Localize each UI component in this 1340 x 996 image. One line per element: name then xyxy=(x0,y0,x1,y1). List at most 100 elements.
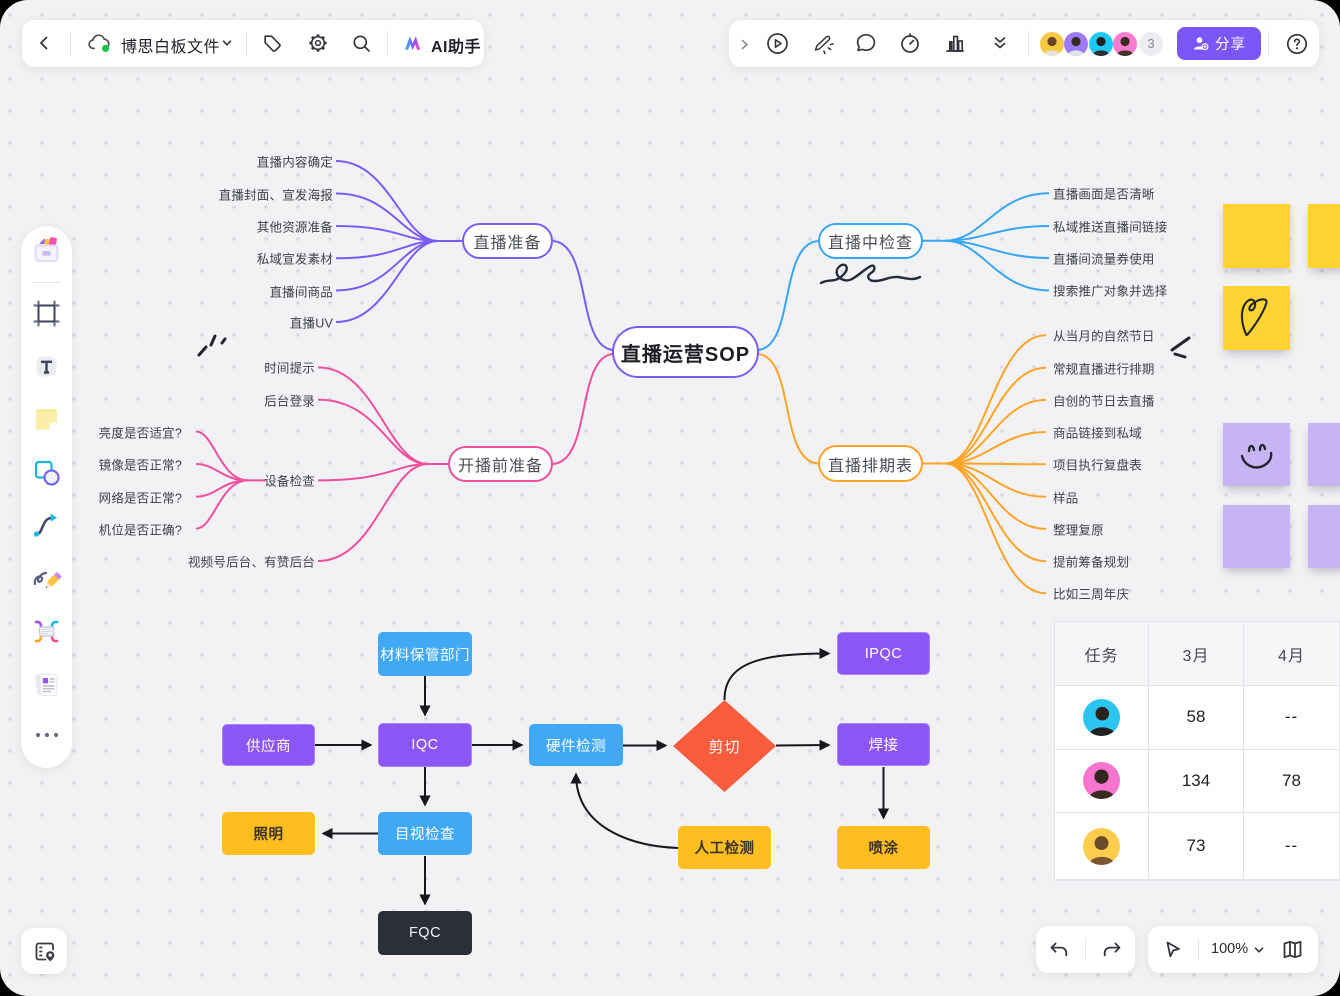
document-title[interactable]: 博思白板文件 xyxy=(121,39,221,56)
title-dropdown-caret[interactable] xyxy=(220,36,234,50)
mindmap-leaf[interactable]: 常规直播进行排期 xyxy=(1053,362,1155,377)
person-avatar-icon xyxy=(1088,706,1117,736)
flow-node-hardware[interactable]: 硬件检测 xyxy=(529,724,623,766)
mindmap-leaf[interactable]: 商品链接到私域 xyxy=(1053,426,1142,441)
mindmap-leaf[interactable]: 视频号后台、有赞后台 xyxy=(187,555,315,570)
mindmap-node-livecheck[interactable]: 直播中检查 xyxy=(818,223,923,259)
mindmap-leaf[interactable]: 样品 xyxy=(1053,491,1079,506)
task-table[interactable]: 任务 3月 4月 58 -- 134 78 xyxy=(1054,621,1340,881)
templates-button[interactable] xyxy=(29,233,64,268)
documents-tool-button[interactable] xyxy=(29,667,64,702)
tag-button[interactable] xyxy=(260,31,284,55)
mindmap-leaf[interactable]: 设备检查 xyxy=(264,474,315,489)
doodle-scribble[interactable] xyxy=(819,263,922,285)
collaborator-avatar-2[interactable] xyxy=(1064,31,1088,56)
mindmap-leaf[interactable]: 搜索推广对象并选择 xyxy=(1053,284,1168,299)
mindmap-subleaf[interactable]: 机位是否正确? xyxy=(98,523,182,538)
help-button[interactable] xyxy=(1285,32,1308,55)
connector-tool-button[interactable] xyxy=(29,508,64,543)
zoom-level[interactable]: 100% xyxy=(1211,941,1249,957)
mindmap-leaf[interactable]: 私域推送直播间链接 xyxy=(1053,220,1168,235)
mindmap-root-node[interactable]: 直播运营SOP xyxy=(612,326,759,378)
flow-node-cut[interactable]: 剪切 xyxy=(673,700,776,792)
flow-node-supplier[interactable]: 供应商 xyxy=(222,724,315,766)
mindmap-leaf[interactable]: 直播UV xyxy=(289,316,333,331)
sticky-note-tool-button[interactable] xyxy=(29,402,64,437)
cloud-sync-status[interactable] xyxy=(86,31,114,55)
redo-button[interactable] xyxy=(1099,937,1125,963)
share-button[interactable]: 分享 xyxy=(1177,27,1261,60)
present-button[interactable] xyxy=(765,31,789,55)
flow-node-lighting[interactable]: 照明 xyxy=(222,812,315,855)
flow-node-fqc[interactable]: FQC xyxy=(378,911,472,955)
cursor-tool-button[interactable] xyxy=(1160,937,1184,961)
sticky-note-yellow[interactable] xyxy=(1223,204,1290,268)
zoom-dropdown-caret[interactable] xyxy=(1252,943,1266,957)
flow-node-materials[interactable]: 材料保管部门 xyxy=(378,632,472,676)
mindmap-leaf[interactable]: 其他资源准备 xyxy=(256,220,333,235)
mindmap-leaf[interactable]: 私域宣发素材 xyxy=(256,252,333,267)
collaborator-overflow-count[interactable]: 3 xyxy=(1139,31,1163,56)
flow-node-iqc[interactable]: IQC xyxy=(378,723,472,767)
stats-button[interactable] xyxy=(943,31,967,55)
mindmap-leaf[interactable]: 自创的节日去直播 xyxy=(1053,394,1155,409)
sticky-note-heart[interactable] xyxy=(1223,286,1290,350)
flow-node-label: IPQC xyxy=(864,645,903,662)
frame-tool-button[interactable] xyxy=(29,296,64,331)
flow-node-visual[interactable]: 目视检查 xyxy=(378,812,472,855)
flow-node-label: 喷涂 xyxy=(868,841,899,857)
sticky-note-purple[interactable] xyxy=(1223,505,1290,568)
mindmap-leaf[interactable]: 比如三周年庆 xyxy=(1053,587,1130,602)
mindmap-node-schedule[interactable]: 直播排期表 xyxy=(818,445,923,482)
more-tools-button[interactable] xyxy=(29,723,64,747)
laser-pointer-button[interactable] xyxy=(810,31,834,55)
mindmap-node-preparation[interactable]: 直播准备 xyxy=(462,223,553,259)
mindmap-leaf[interactable]: 直播间流量券使用 xyxy=(1053,252,1155,267)
collaborator-avatar-4[interactable] xyxy=(1113,31,1137,56)
collaborator-avatar-3[interactable] xyxy=(1089,31,1113,56)
mindmap-subleaf[interactable]: 镜像是否正常? xyxy=(98,458,182,473)
mindmap-subleaf[interactable]: 网络是否正常? xyxy=(98,491,182,506)
pages-button[interactable] xyxy=(1280,937,1305,962)
mindmap-leaf[interactable]: 直播间商品 xyxy=(269,285,333,299)
flow-node-ipqc[interactable]: IPQC xyxy=(837,632,930,675)
expand-toolbar-button[interactable] xyxy=(735,35,753,53)
settings-button[interactable] xyxy=(306,31,330,55)
table-row: 73 -- xyxy=(1055,813,1340,880)
flow-node-label: 硬件检测 xyxy=(546,738,606,755)
sticky-note-yellow-partial[interactable] xyxy=(1308,204,1340,268)
mindmap-subleaf[interactable]: 亮度是否适宜? xyxy=(98,426,182,440)
mindmap-node-prelive[interactable]: 开播前准备 xyxy=(448,446,553,482)
text-tool-button[interactable] xyxy=(29,349,64,384)
collaborator-avatar-1[interactable] xyxy=(1040,31,1064,56)
mindmap-leaf[interactable]: 提前筹备规划 xyxy=(1053,555,1130,570)
mindmap-leaf[interactable]: 项目执行复盘表 xyxy=(1053,458,1142,473)
mindmap-leaf[interactable]: 整理复原 xyxy=(1053,523,1104,538)
mindmap-tool-button[interactable] xyxy=(29,614,64,649)
pen-tool-button[interactable] xyxy=(29,561,64,596)
mindmap-leaf[interactable]: 直播画面是否清晰 xyxy=(1053,187,1155,202)
flow-node-welding[interactable]: 焊接 xyxy=(837,723,930,766)
doodle-spark-left[interactable] xyxy=(197,334,227,357)
timer-button[interactable] xyxy=(898,31,922,55)
ai-assistant-label[interactable]: AI助手 xyxy=(431,39,482,56)
search-button[interactable] xyxy=(349,31,373,55)
flow-node-spraying[interactable]: 喷涂 xyxy=(837,826,930,869)
doodle-spark-right[interactable] xyxy=(1170,336,1191,359)
mindmap-leaf[interactable]: 直播内容确定 xyxy=(256,155,333,170)
sticky-note-smiley[interactable] xyxy=(1223,423,1290,486)
shapes-tool-button[interactable] xyxy=(29,455,64,490)
ai-assistant-button[interactable] xyxy=(403,33,425,53)
minimap-button[interactable] xyxy=(21,928,67,974)
flow-node-manual[interactable]: 人工检测 xyxy=(678,826,771,869)
mindmap-leaf[interactable]: 从当月的自然节日 xyxy=(1053,329,1155,344)
undo-button[interactable] xyxy=(1046,937,1072,963)
mindmap-leaf[interactable]: 时间提示 xyxy=(264,361,315,376)
collapse-button[interactable] xyxy=(988,31,1012,55)
mindmap-leaf[interactable]: 后台登录 xyxy=(264,394,315,409)
sticky-note-purple-partial-2[interactable] xyxy=(1308,505,1340,568)
back-button[interactable] xyxy=(32,31,56,55)
sticky-note-purple-partial[interactable] xyxy=(1308,423,1340,486)
comment-button[interactable] xyxy=(854,31,878,55)
mindmap-leaf[interactable]: 直播封面、宣发海报 xyxy=(218,188,333,202)
